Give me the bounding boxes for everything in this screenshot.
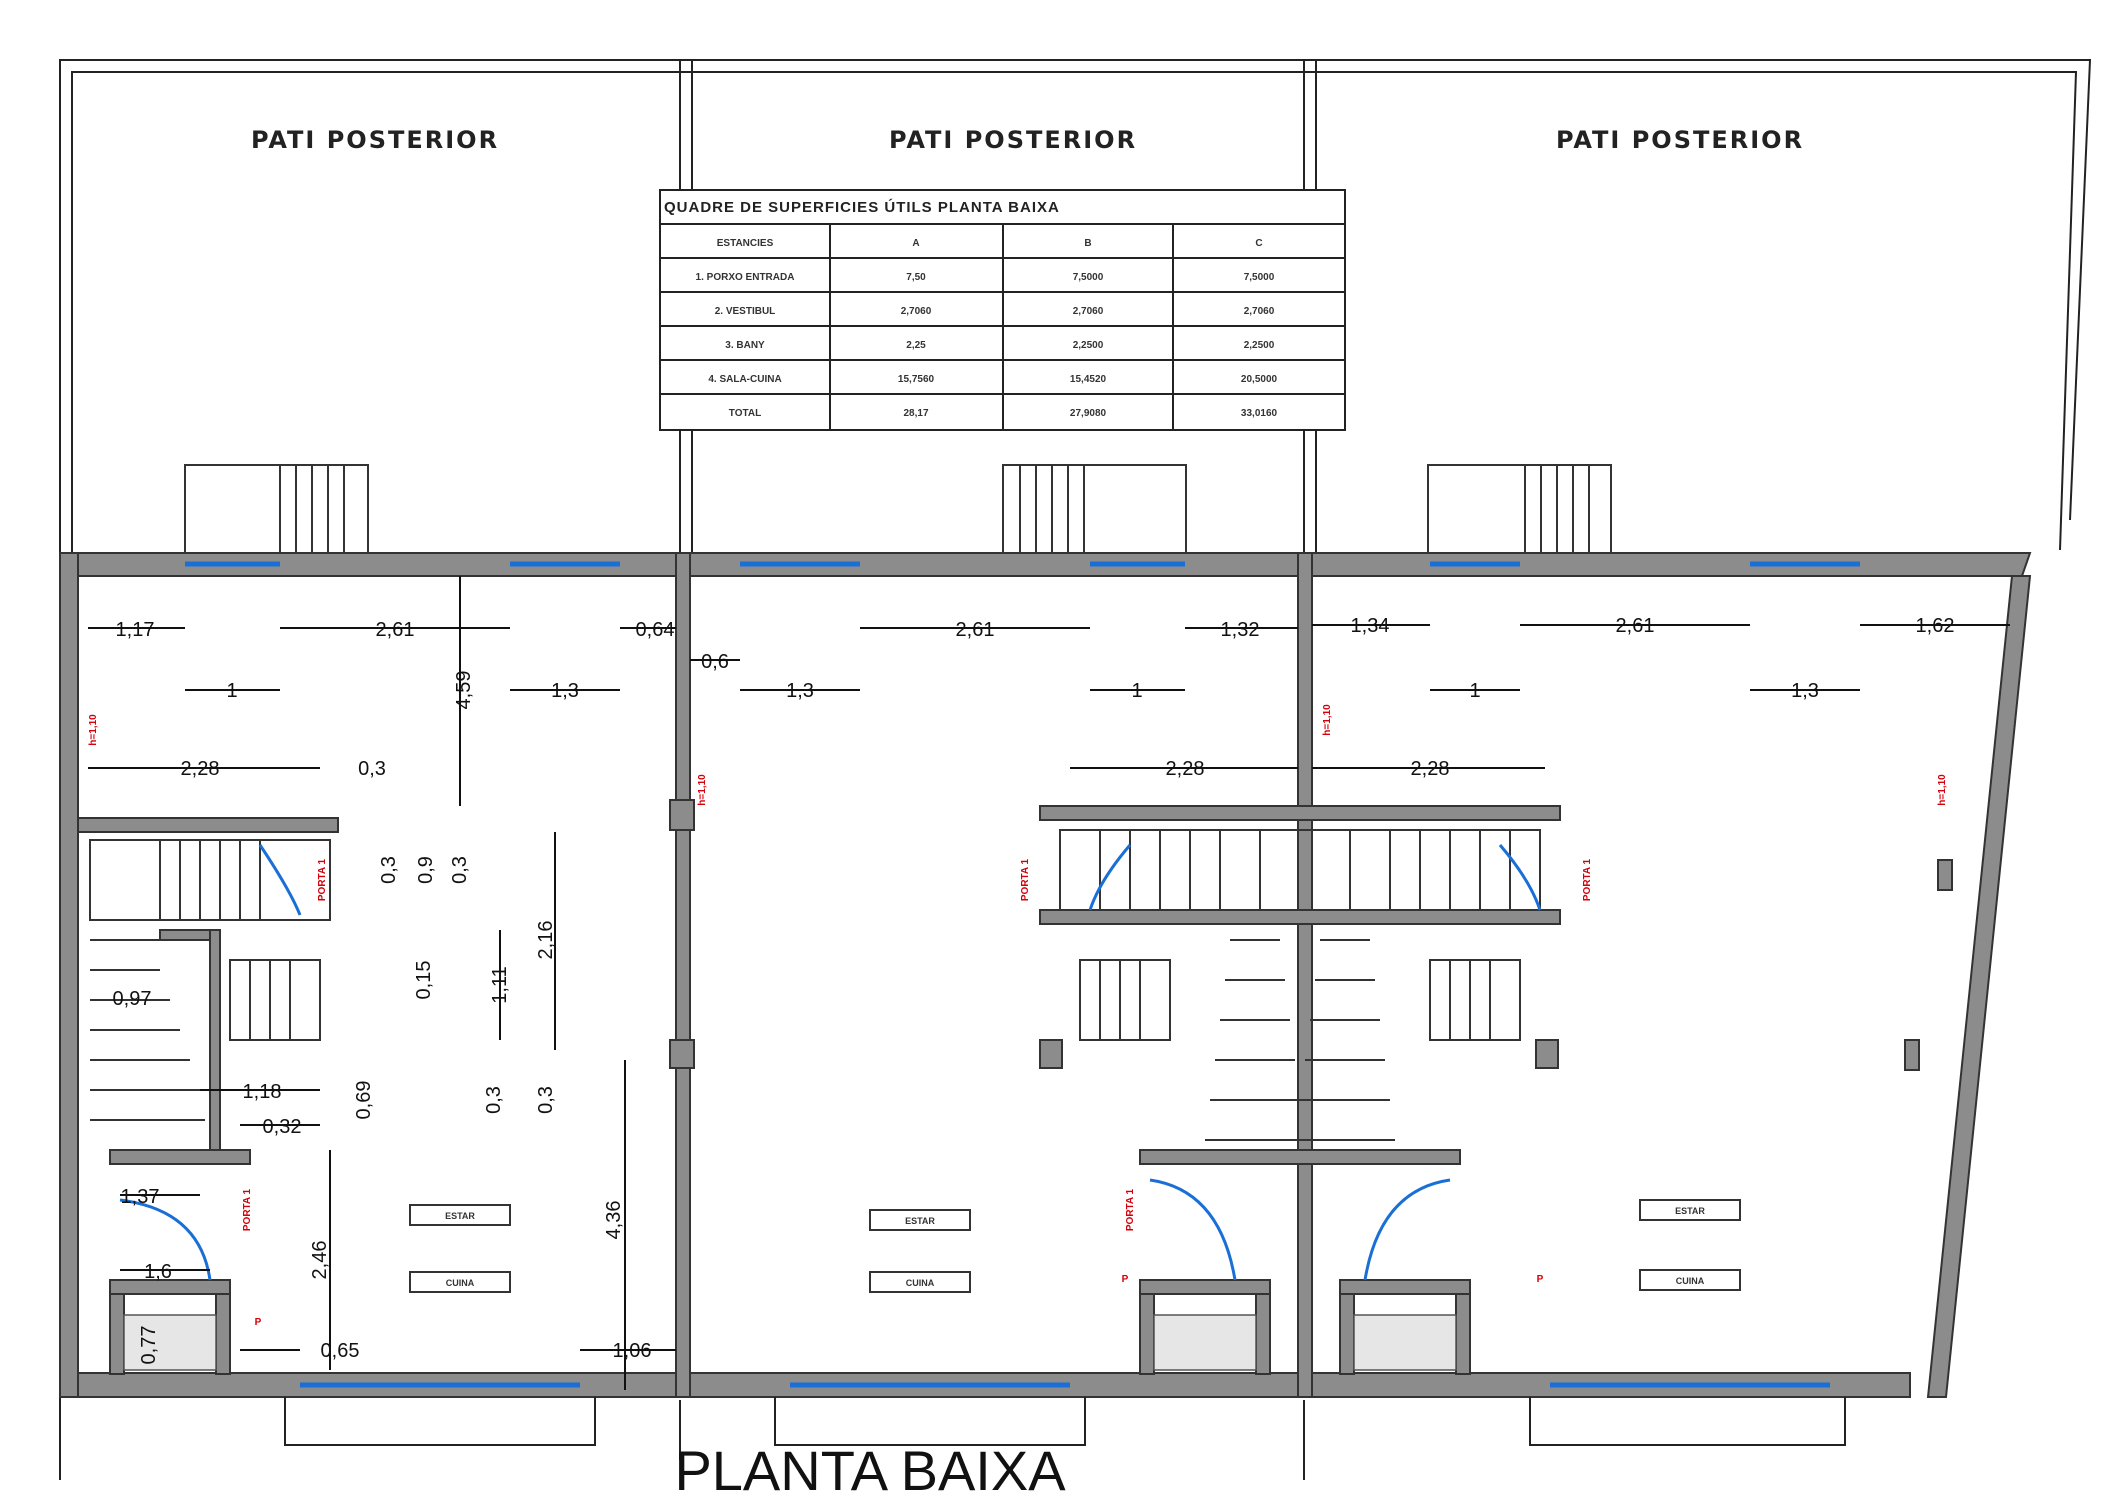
door-mark: PORTA 1 <box>1020 858 1031 901</box>
interior-stairs <box>89 829 1541 1141</box>
dimension-label: 1,6 <box>144 1261 172 1283</box>
room-label: CUINA <box>1676 1276 1705 1286</box>
patio-label-3: PATI POSTERIOR <box>1556 126 1804 154</box>
table-cell: 33,0160 <box>1241 408 1278 419</box>
table-cell: 7,5000 <box>1244 272 1275 283</box>
surface-table: QUADRE DE SUPERFICIES ÚTILS PLANTA BAIXA… <box>659 189 1346 431</box>
dimension-label: 2,61 <box>376 619 415 641</box>
table-cell: 2,7060 <box>1244 306 1275 317</box>
table-cell: 2,2500 <box>1073 340 1104 351</box>
height-mark: h=1,10 <box>88 714 99 746</box>
table-cell: 28,17 <box>903 408 928 419</box>
door-mark: PORTA 1 <box>1582 858 1593 901</box>
table-cell: 20,5000 <box>1241 374 1278 385</box>
table-header-cell: B <box>1084 238 1091 249</box>
dimension-label: 2,61 <box>956 619 995 641</box>
dimension-label: 0,97 <box>113 988 152 1010</box>
patio-label-1: PATI POSTERIOR <box>251 126 499 154</box>
dimension-label: 0,77 <box>138 1326 160 1365</box>
table-title: QUADRE DE SUPERFICIES ÚTILS PLANTA BAIXA <box>664 198 1060 216</box>
dimension-label: 0,69 <box>353 1081 375 1120</box>
drawing-title: PLANTA BAIXA <box>674 1439 1066 1500</box>
dimension-label: 0,64 <box>636 619 675 641</box>
door-mark: PORTA 1 <box>1125 1188 1136 1231</box>
windows <box>185 561 1860 1388</box>
walls <box>59 552 2032 1398</box>
rear-steps <box>184 464 1612 554</box>
height-mark: h=1,10 <box>697 774 708 806</box>
dimension-label: 2,28 <box>181 758 220 780</box>
table-cell: 2. VESTIBUL <box>715 306 776 317</box>
table-cell: 2,7060 <box>1073 306 1104 317</box>
dimension-label: 1,3 <box>551 680 579 702</box>
table-cell: 15,4520 <box>1070 374 1107 385</box>
dimension-label: 0,9 <box>415 856 437 884</box>
height-mark: h=1,10 <box>1322 704 1333 736</box>
table-cell: 2,2500 <box>1244 340 1275 351</box>
dimension-label: 0,6 <box>701 651 729 673</box>
room-label: ESTAR <box>1675 1206 1705 1216</box>
doors <box>119 844 1542 1281</box>
dimension-label: 0,3 <box>358 758 386 780</box>
table-cell: 27,9080 <box>1070 408 1107 419</box>
dimension-label: 4,59 <box>453 671 475 710</box>
dimension-label: 1,3 <box>786 680 814 702</box>
table-cell: 3. BANY <box>725 340 765 351</box>
dimension-texts: 1,17 2,61 0,64 1 1,3 0,6 2,61 1,32 1 1,3… <box>113 615 1955 1364</box>
dimension-label: 2,16 <box>535 921 557 960</box>
door-mark: PORTA 1 <box>317 858 328 901</box>
dimension-label: 0,3 <box>483 1086 505 1114</box>
dimension-label: 1,18 <box>243 1081 282 1103</box>
table-cell: 15,7560 <box>898 374 935 385</box>
table-header-cell: C <box>1255 238 1262 249</box>
dimension-label: 1,37 <box>121 1186 160 1208</box>
dimension-label: 2,46 <box>309 1241 331 1280</box>
front-porches <box>284 1397 1846 1446</box>
dimension-label: 1,3 <box>1791 680 1819 702</box>
room-labels: ESTAR CUINA ESTAR CUINA ESTAR CUINA <box>409 1199 1741 1293</box>
mark-p: P <box>1122 1274 1129 1285</box>
patio-label-2: PATI POSTERIOR <box>889 126 1137 154</box>
dimension-label: 1,11 <box>489 966 511 1003</box>
table-cell: 7,5000 <box>1073 272 1104 283</box>
dimension-label: 0,15 <box>413 961 435 1000</box>
dimension-label: 2,61 <box>1616 615 1655 637</box>
table-cell: 2,7060 <box>901 306 932 317</box>
dimension-label: 1 <box>1131 680 1142 702</box>
table-cell: TOTAL <box>729 408 761 419</box>
dimension-label: 1,32 <box>1221 619 1260 641</box>
table-cell: 4. SALA-CUINA <box>708 374 781 385</box>
door-mark: PORTA 1 <box>242 1188 253 1231</box>
mark-p: P <box>1537 1274 1544 1285</box>
dimension-label: 1,34 <box>1351 615 1390 637</box>
dimension-label: 0,3 <box>535 1086 557 1114</box>
dimension-label: 0,3 <box>449 856 471 884</box>
height-mark: h=1,10 <box>1937 774 1948 806</box>
dimension-label: 1 <box>1469 680 1480 702</box>
bath-floors <box>123 1314 1457 1371</box>
dimension-label: 0,65 <box>321 1340 360 1362</box>
dimension-lines <box>88 576 2010 1390</box>
red-annotations: h=1,10 h=1,10 h=1,10 h=1,10 PORTA 1 PORT… <box>88 704 1948 1328</box>
dimension-label: 1,17 <box>116 619 155 641</box>
table-cell: 7,50 <box>906 272 926 283</box>
dimension-label: 1 <box>226 680 237 702</box>
dimension-label: 0,3 <box>378 856 400 884</box>
dimension-label: 1,06 <box>613 1340 652 1362</box>
dimension-label: 2,28 <box>1166 758 1205 780</box>
dimension-label: 4,36 <box>603 1201 625 1240</box>
room-label: ESTAR <box>905 1216 935 1226</box>
table-header-cell: ESTANCIES <box>717 238 774 249</box>
table-cell: 2,25 <box>906 340 926 351</box>
table-header-cell: A <box>912 238 919 249</box>
room-label: ESTAR <box>445 1211 475 1221</box>
dimension-label: 0,32 <box>263 1116 302 1138</box>
dimension-label: 2,28 <box>1411 758 1450 780</box>
mark-p: P <box>255 1317 262 1328</box>
room-label: CUINA <box>446 1278 475 1288</box>
dimension-label: 1,62 <box>1916 615 1955 637</box>
room-label: CUINA <box>906 1278 935 1288</box>
table-cell: 1. PORXO ENTRADA <box>696 272 795 283</box>
